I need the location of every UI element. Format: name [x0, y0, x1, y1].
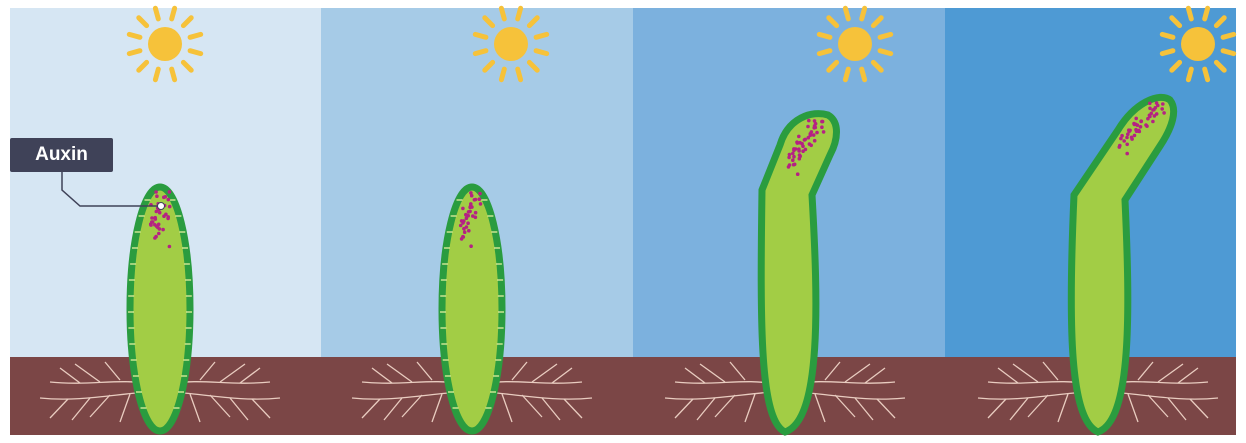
shoot-1 [128, 187, 192, 431]
shoot-2 [440, 187, 504, 431]
auxin-label: Auxin [10, 138, 113, 172]
auxin-pointer-dot [158, 203, 165, 210]
